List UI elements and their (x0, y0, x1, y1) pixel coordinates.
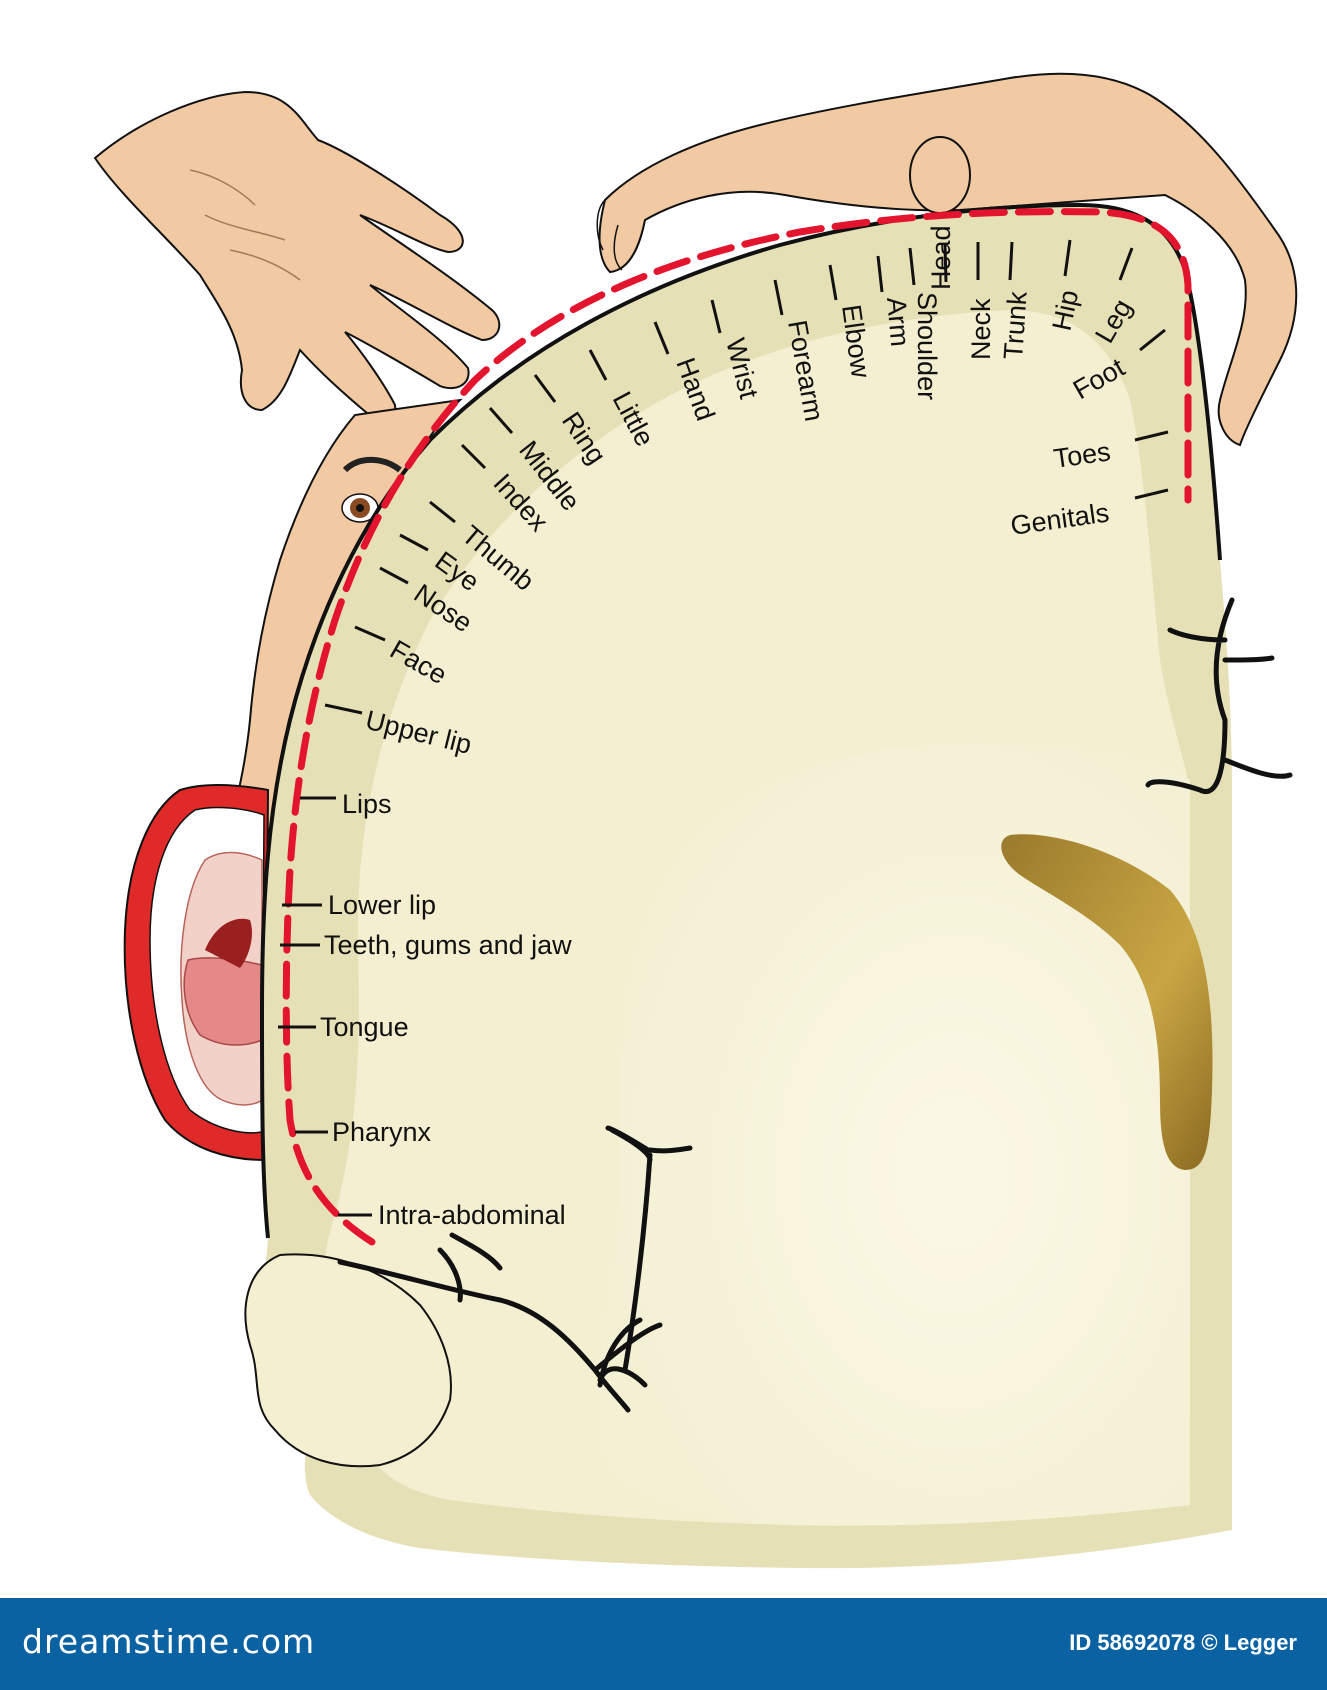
lateral-ventricle (1001, 834, 1213, 1170)
sensory-strip-line (282, 208, 1192, 1246)
figure-head (909, 136, 971, 214)
brain-slice (244, 202, 1293, 1569)
label-tongue: Tongue (320, 1012, 409, 1042)
label-arm: Arm (881, 296, 915, 348)
label-head: Head (926, 225, 956, 290)
body-figure (596, 72, 1298, 447)
hand-figure (93, 90, 501, 422)
label-intra-abdominal: Intra-abdominal (378, 1200, 566, 1230)
footer-bar: dreamstime.com ID 58692078 © Legger (0, 1598, 1327, 1690)
label-neck: Neck (966, 298, 996, 360)
footer-logo[interactable]: dreamstime.com (22, 1622, 316, 1661)
label-leaders (278, 239, 1169, 1217)
label-lower-lip: Lower lip (328, 890, 436, 920)
mouth-figure (123, 784, 270, 1162)
somatosensory-homunculus-diagram: Intra-abdominal Pharynx Tongue Teeth, gu… (93, 72, 1298, 1569)
label-pharynx: Pharynx (332, 1117, 432, 1147)
label-teeth-gums-jaw: Teeth, gums and jaw (324, 930, 572, 960)
label-lips: Lips (342, 789, 392, 819)
label-trunk: Trunk (998, 290, 1033, 360)
footer-image-id: ID 58692078 © Legger (1069, 1630, 1297, 1655)
label-shoulder: Shoulder (912, 292, 942, 400)
